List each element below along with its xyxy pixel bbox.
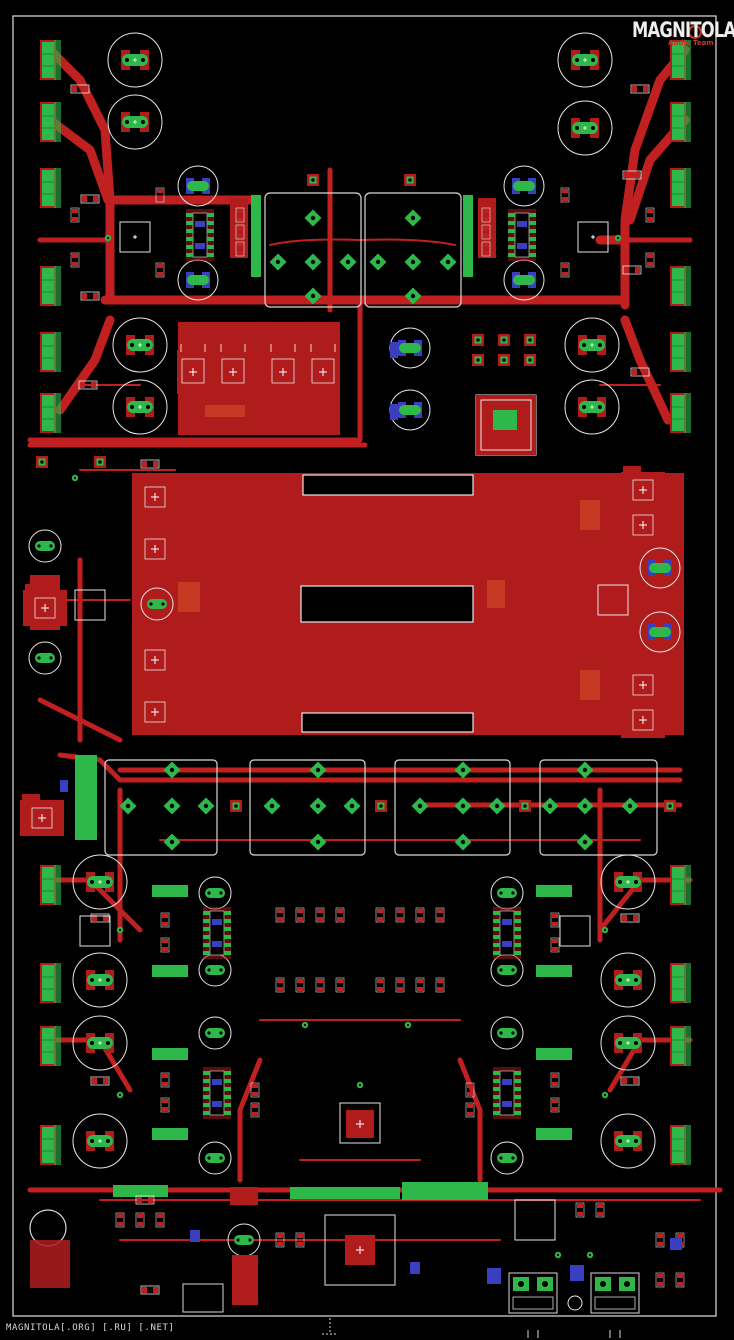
brand-subtitle: Audio Team bbox=[668, 39, 714, 47]
footer-text: MAGNITOLA[.ORG] [.RU] [.NET] bbox=[6, 1323, 175, 1333]
brand-logo: MAGNITOLA bbox=[632, 18, 734, 42]
